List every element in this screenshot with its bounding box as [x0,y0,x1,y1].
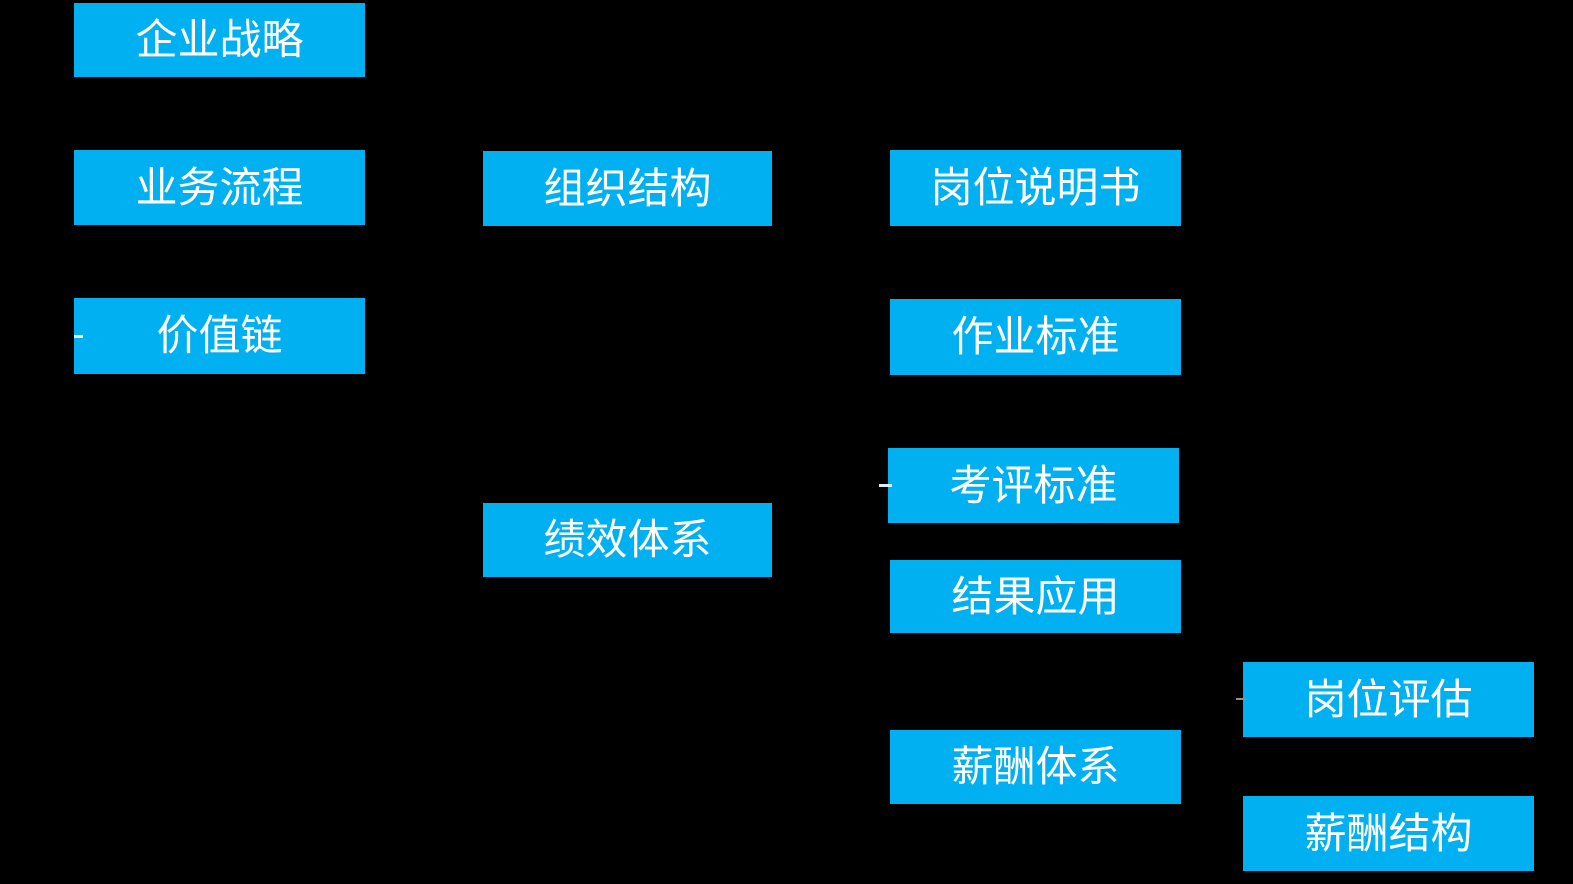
node-business-process: 业务流程 [74,150,365,225]
node-job-description: 岗位说明书 [890,150,1181,226]
node-compensation-structure: 薪酬结构 [1243,796,1534,871]
node-work-standard: 作业标准 [890,299,1181,375]
connector-remnant [1236,698,1246,700]
node-enterprise-strategy: 企业战略 [74,3,365,77]
node-performance-system: 绩效体系 [483,503,772,577]
node-job-evaluation: 岗位评估 [1243,662,1534,737]
node-compensation-system: 薪酬体系 [890,730,1181,804]
connector-remnant [74,335,83,338]
node-organization-structure: 组织结构 [483,151,772,226]
node-result-application: 结果应用 [890,560,1181,633]
node-value-chain: 价值链 [74,298,365,374]
connector-remnant [879,484,892,487]
node-appraisal-standard: 考评标准 [888,448,1179,523]
